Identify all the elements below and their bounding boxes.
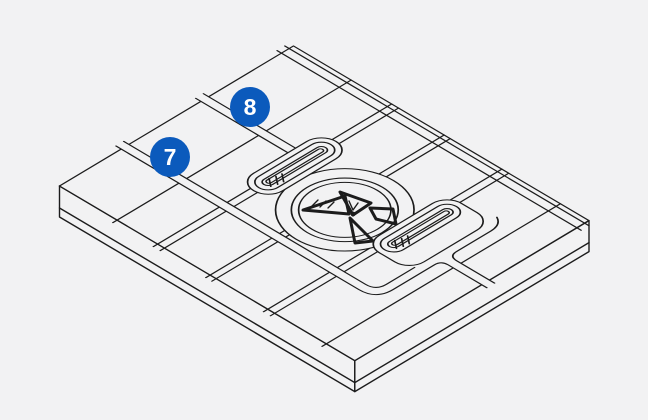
slot-boss-upper (246, 137, 343, 195)
slot-upper-hole (261, 146, 329, 187)
slot-boss-lower (372, 199, 485, 266)
fan-blade-top (338, 190, 373, 217)
fan-blade-right (368, 206, 398, 226)
plate-chamfer-line (58, 207, 590, 384)
callout-8-label: 8 (244, 94, 257, 120)
channel-7-edges (115, 140, 499, 296)
slot-lower-pocket (379, 203, 462, 253)
grid-grooves-diagonal (276, 45, 590, 231)
callout-badges: 7 8 (150, 87, 270, 177)
slot-upper-hatch (268, 173, 285, 188)
fan-hub (350, 211, 356, 217)
fan-blade-hatch (311, 199, 335, 209)
fan-blade-notch (348, 200, 359, 211)
slot-lower-hatch (393, 235, 411, 250)
callout-8-badge[interactable]: 8 (230, 87, 270, 127)
slot-upper-pocket (254, 141, 336, 191)
callout-7-badge[interactable]: 7 (150, 137, 190, 177)
slot-lower-hole (386, 208, 454, 249)
callout-7-label: 7 (164, 144, 177, 170)
fan-blade-bottom (348, 216, 375, 245)
fan-logo-icon (301, 190, 398, 245)
circle-pocket-rim (290, 177, 400, 243)
slot-upper-hole-inner (265, 148, 325, 184)
circle-pocket-floor (297, 181, 392, 238)
callout-7-circle[interactable] (150, 137, 190, 177)
callout-8-circle[interactable] (230, 87, 270, 127)
slot-lower-hole-inner (390, 210, 451, 246)
